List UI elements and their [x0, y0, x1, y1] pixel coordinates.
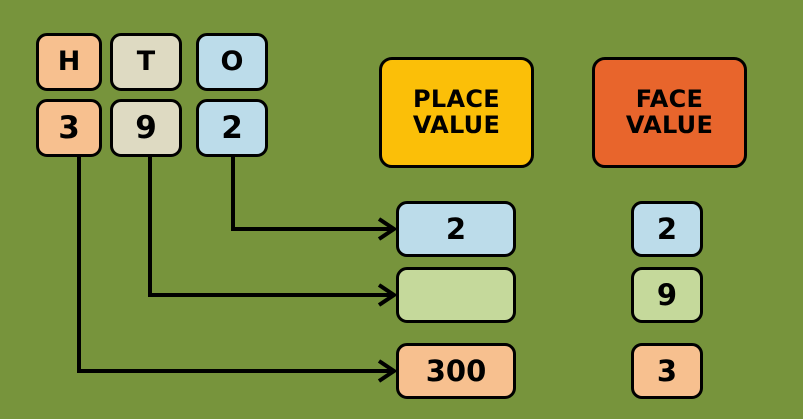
column-header-ones: O — [196, 33, 268, 91]
arrowhead-ones — [377, 217, 398, 241]
place-value-tens[interactable] — [396, 267, 516, 323]
face-value-tens[interactable]: 9 — [631, 267, 703, 323]
digit-tens: 9 — [110, 99, 182, 157]
face-value-hundreds[interactable]: 3 — [631, 343, 703, 399]
place-value-banner-line2: VALUE — [412, 110, 501, 139]
place-value-hundreds[interactable]: 300 — [396, 343, 516, 399]
face-value-ones[interactable]: 2 — [631, 201, 703, 257]
connector-hundreds — [77, 157, 392, 373]
digit-ones: 2 — [196, 99, 268, 157]
place-value-ones[interactable]: 2 — [396, 201, 516, 257]
column-header-hundreds: H — [36, 33, 102, 91]
face-value-banner-line1: FACE — [635, 85, 704, 114]
arrowhead-tens — [377, 283, 398, 307]
face-value-banner: FACE VALUE — [592, 57, 747, 168]
digit-hundreds: 3 — [36, 99, 102, 157]
connector-tens — [148, 157, 392, 297]
column-header-tens: T — [110, 33, 182, 91]
face-value-banner-line2: VALUE — [625, 110, 714, 139]
place-value-banner: PLACE VALUE — [379, 57, 534, 168]
arrowhead-hundreds — [377, 359, 398, 383]
place-value-banner-line1: PLACE — [413, 85, 500, 114]
connector-ones — [231, 157, 392, 231]
